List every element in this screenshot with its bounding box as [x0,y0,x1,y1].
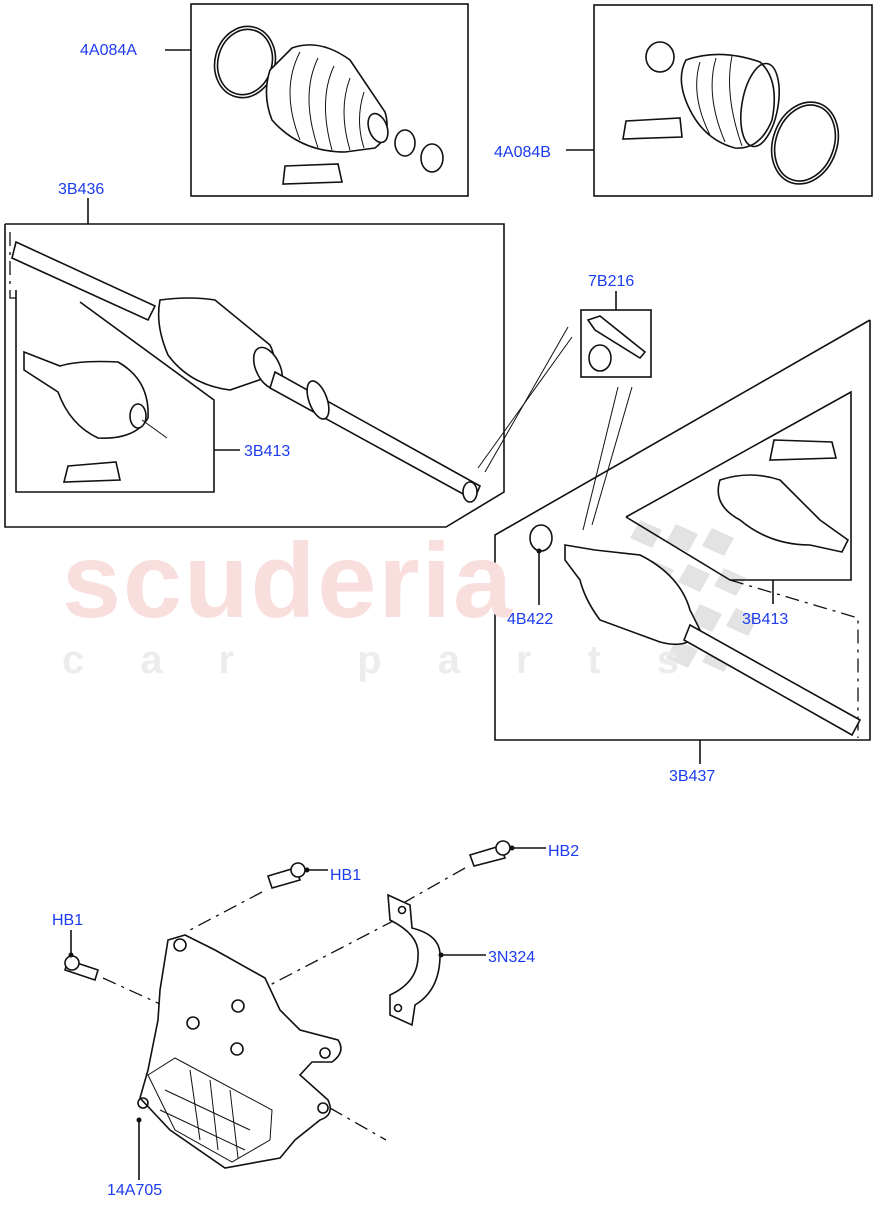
callout-3B413-left[interactable]: 3B413 [244,443,291,460]
callout-3B436[interactable]: 3B436 [58,181,105,198]
callout-HB2[interactable]: HB2 [548,843,580,860]
boot-kit-a-box [165,3,469,197]
drive-shaft-right-box [494,319,871,764]
callout-7B216[interactable]: 7B216 [588,273,635,290]
callout-3B413-right[interactable]: 3B413 [742,611,789,628]
callout-4A084B[interactable]: 4A084B [494,144,551,161]
callout-14A705[interactable]: 14A705 [107,1182,163,1199]
callout-4B422[interactable]: 4B422 [507,611,554,628]
callout-3N324[interactable]: 3N324 [488,949,536,966]
bracket-assembly [64,840,546,1180]
callout-4A084A[interactable]: 4A084A [80,42,137,59]
grease-kit-box [580,291,652,531]
callout-3B437[interactable]: 3B437 [669,768,716,785]
callout-HB1-upper[interactable]: HB1 [330,867,362,884]
callout-HB1-left[interactable]: HB1 [52,912,84,929]
boot-kit-b-box [566,4,873,197]
drive-shaft-left-box [4,198,573,528]
